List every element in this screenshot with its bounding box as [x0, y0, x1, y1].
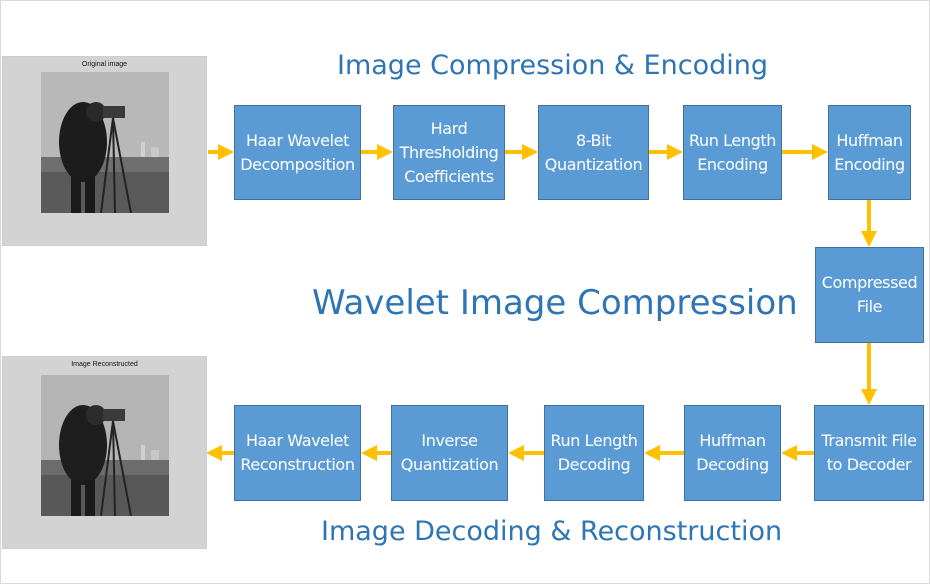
original-image-caption: Original image — [81, 61, 128, 68]
step-huffman-decoding: Huffman Decoding — [684, 405, 781, 501]
step-inverse-quantization: Inverse Quantization — [391, 405, 508, 501]
step-hard-thresholding: Hard Thresholding Coefficients — [393, 105, 505, 200]
step-run-length-encoding: Run Length Encoding — [683, 105, 782, 200]
step-huffman-decoding-label: Huffman Decoding — [696, 431, 769, 474]
step-run-length-encoding-label: Run Length Encoding — [689, 130, 776, 174]
step-haar-decomposition: Haar Wavelet Decomposition — [234, 105, 361, 200]
reconstructed-image-caption: Image Reconstructed — [71, 361, 138, 368]
step-haar-decomposition-label: Haar Wavelet Decomposition — [240, 130, 355, 174]
step-compressed-file: Compressed File — [815, 247, 924, 343]
step-run-length-decoding: Run Length Decoding — [544, 405, 644, 501]
reconstructed-image-figure: Image Reconstructed — [2, 356, 207, 549]
step-transmit-file-label: Transmit File to Decoder — [821, 431, 917, 474]
step-hard-thresholding-label: Hard Thresholding Coefficients — [399, 118, 499, 186]
step-quantization: 8-Bit Quantization — [538, 105, 649, 200]
step-huffman-encoding: Huffman Encoding — [828, 105, 911, 200]
encoding-section-title: Image Compression & Encoding — [337, 50, 768, 81]
step-haar-reconstruction: Haar Wavelet Reconstruction — [234, 405, 361, 501]
cameraman-photo-reconstructed — [41, 375, 169, 516]
cameraman-photo-original — [41, 72, 169, 213]
step-huffman-encoding-label: Huffman Encoding — [834, 130, 905, 174]
step-quantization-label: 8-Bit Quantization — [544, 130, 643, 174]
original-image-figure: Original image — [2, 56, 207, 246]
step-run-length-decoding-label: Run Length Decoding — [550, 431, 638, 474]
step-transmit-file: Transmit File to Decoder — [814, 405, 924, 501]
step-haar-reconstruction-label: Haar Wavelet Reconstruction — [240, 431, 355, 474]
step-compressed-file-label: Compressed File — [821, 273, 918, 316]
step-inverse-quantization-label: Inverse Quantization — [400, 431, 499, 474]
decoding-section-title: Image Decoding & Reconstruction — [321, 516, 783, 547]
main-title: Wavelet Image Compression — [312, 283, 798, 323]
